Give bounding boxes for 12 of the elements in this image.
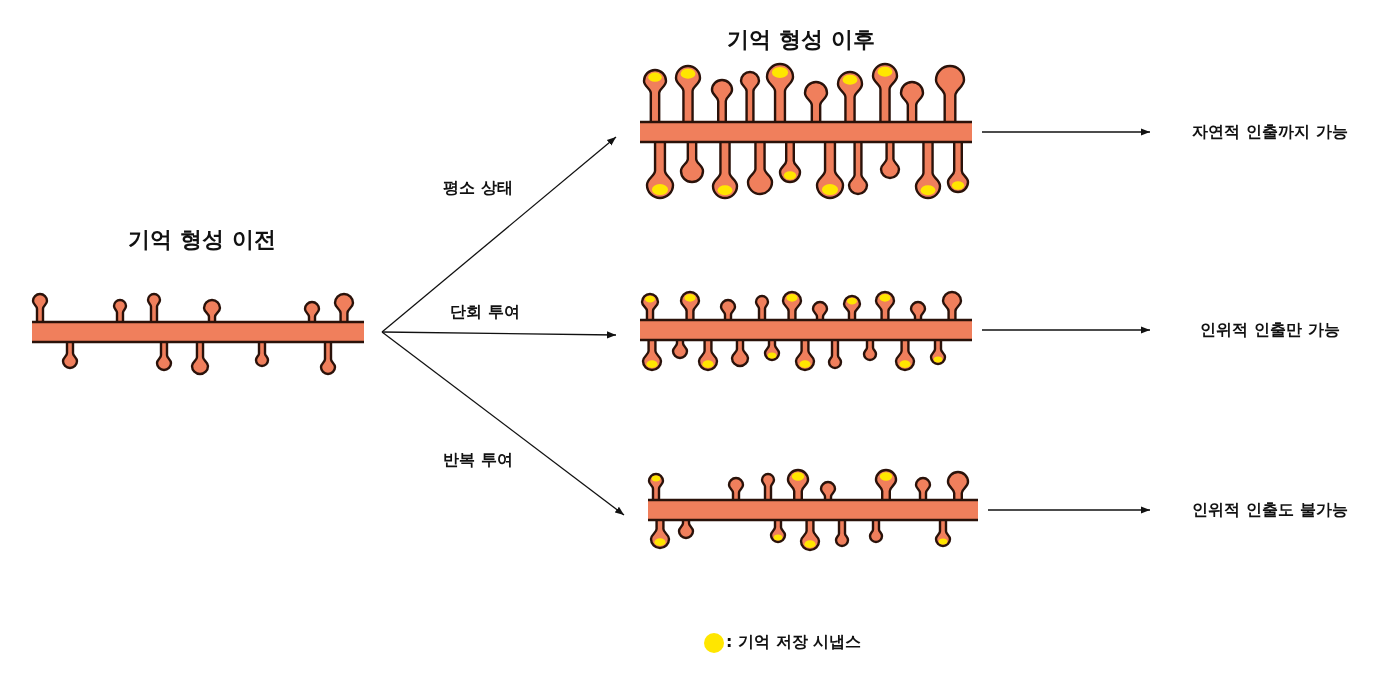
heading: 기억 형성 이전 — [128, 226, 276, 254]
result-text: 자연적 인출까지 가능 — [1150, 118, 1390, 146]
result-text: 인위적 인출도 불가능 — [1150, 496, 1390, 524]
result-text: 인위적 인출만 가능 — [1150, 316, 1390, 344]
arrow — [381, 136, 617, 333]
heading: 기억 형성 이후 — [727, 26, 875, 54]
arrow — [381, 331, 617, 339]
arrow — [987, 506, 1151, 514]
arrow — [981, 326, 1151, 334]
arrow — [981, 128, 1151, 136]
arrow — [381, 331, 625, 516]
legend-text: : 기억 저장 시냅스 — [726, 632, 862, 653]
